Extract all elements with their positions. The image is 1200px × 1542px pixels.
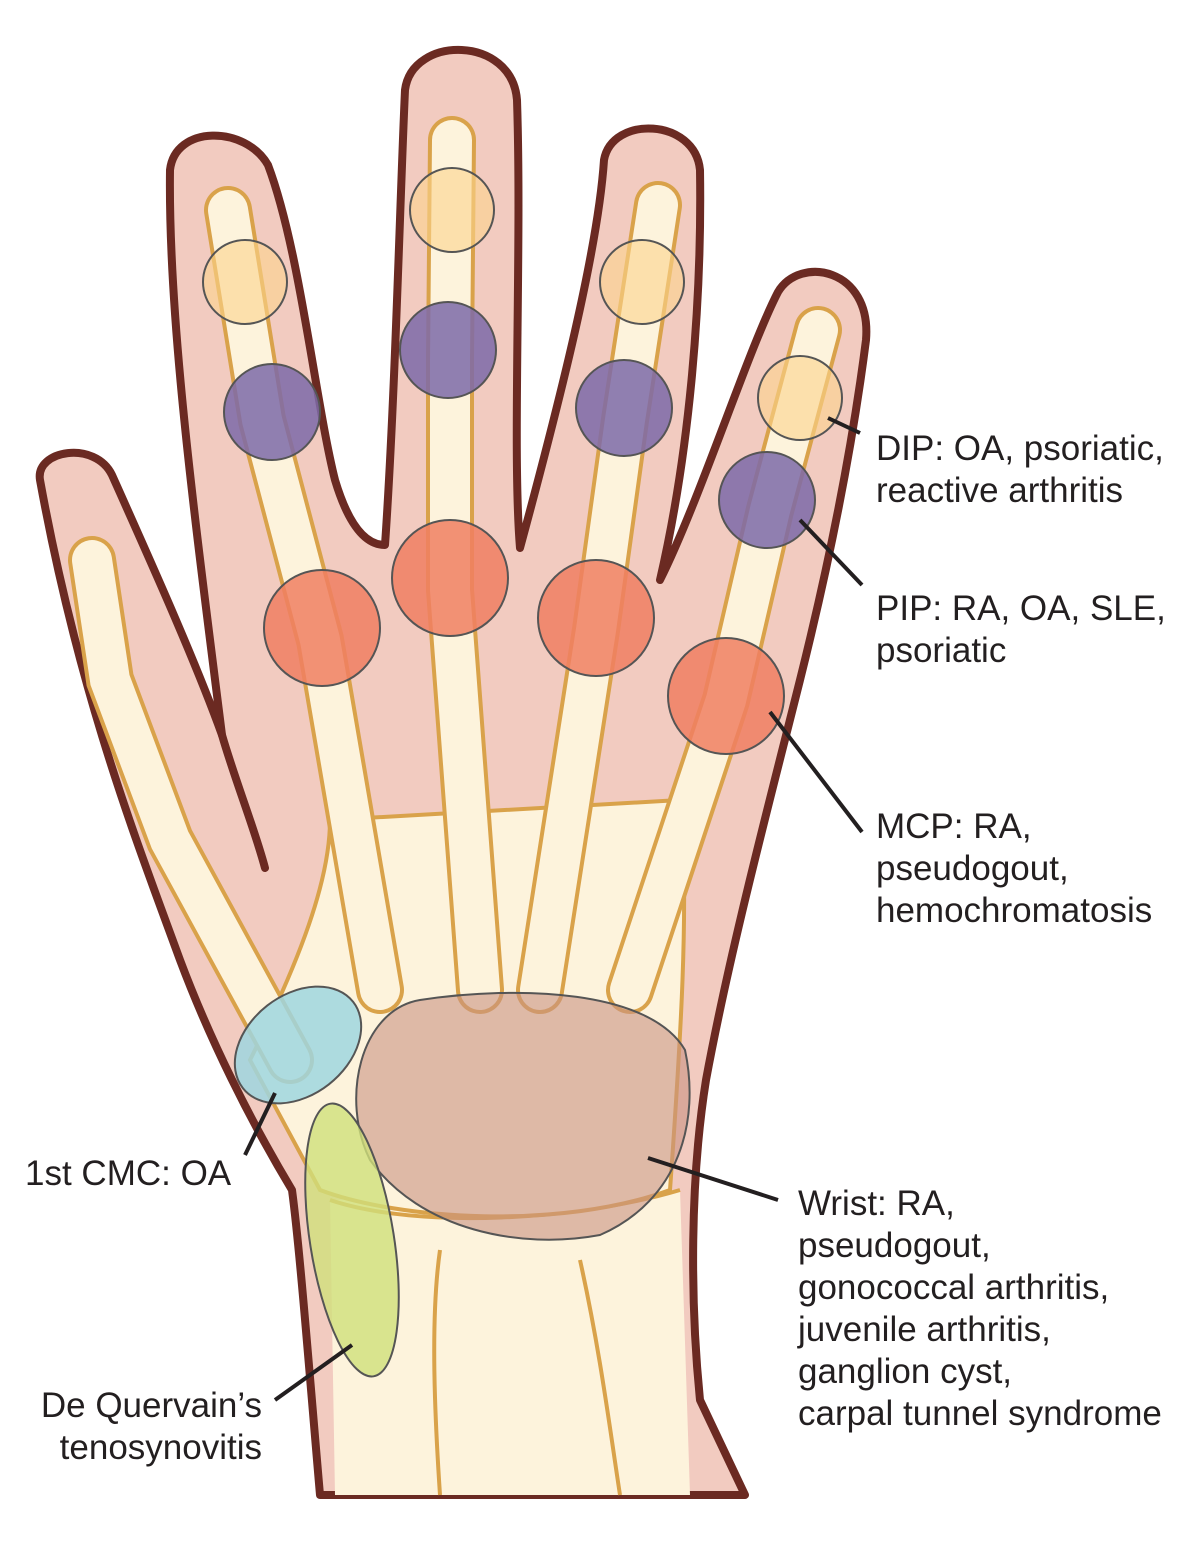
label-de-quervain: De Quervain’s tenosynovitis: [28, 1385, 262, 1469]
pip-joint-middle: [399, 301, 497, 399]
mcp-joint-middle: [391, 519, 509, 637]
label-de-quervain-line: tenosynovitis: [59, 1428, 262, 1467]
label-cmc: 1st CMC: OA: [25, 1153, 231, 1195]
dip-joint-little: [757, 355, 843, 441]
label-dip: DIP: OA, psoriatic, reactive arthritis: [876, 428, 1164, 512]
label-de-quervain-line: De Quervain’s: [40, 1386, 262, 1425]
leader-mcp: [768, 710, 864, 834]
label-mcp-line: MCP: RA,: [876, 807, 1032, 846]
label-wrist-line: gonococcal arthritis,: [798, 1268, 1110, 1307]
leader-lines: [243, 416, 864, 1402]
ulna-edge: [432, 1249, 622, 1496]
dip-joints: [202, 167, 843, 441]
pip-joint-little: [718, 451, 816, 549]
pip-joint-index: [223, 363, 321, 461]
wrist-region: [355, 991, 691, 1241]
label-wrist-line: carpal tunnel syndrome: [798, 1394, 1162, 1433]
mcp-joints: [263, 519, 785, 755]
cmc-joint: [233, 985, 363, 1105]
leader-wrist: [647, 1156, 779, 1202]
mcp-joint-ring: [537, 559, 655, 677]
label-mcp-line: pseudogout,: [876, 849, 1069, 888]
label-wrist-line: Wrist: RA,: [798, 1184, 955, 1223]
leader-dip: [827, 416, 861, 435]
label-cmc-line: 1st CMC: OA: [25, 1154, 232, 1193]
dip-joint-index: [202, 239, 288, 325]
dip-joint-ring: [599, 239, 685, 325]
label-wrist: Wrist: RA, pseudogout, gonococcal arthri…: [798, 1183, 1162, 1435]
label-dip-line: reactive arthritis: [876, 471, 1124, 510]
label-wrist-line: juvenile arthritis,: [798, 1310, 1051, 1349]
thumb-crease: [218, 731, 269, 872]
label-pip-line: PIP: RA, OA, SLE,: [876, 589, 1166, 628]
mcp-joint-index: [263, 569, 381, 687]
pip-joint-ring: [575, 359, 673, 457]
label-dip-line: DIP: OA, psoriatic,: [876, 429, 1164, 468]
dip-joint-middle: [409, 167, 495, 253]
leader-de-quervain: [273, 1343, 354, 1402]
label-wrist-line: pseudogout,: [798, 1226, 991, 1265]
de-quervain-region: [304, 1102, 400, 1378]
mcp-joint-little: [667, 637, 785, 755]
label-pip-line: psoriatic: [876, 631, 1007, 670]
leader-pip: [798, 518, 864, 587]
label-pip: PIP: RA, OA, SLE, psoriatic: [876, 588, 1166, 672]
forearm-bones: [330, 1190, 690, 1495]
leader-cmc: [243, 1092, 277, 1156]
label-mcp: MCP: RA, pseudogout, hemochromatosis: [876, 806, 1152, 932]
label-mcp-line: hemochromatosis: [876, 891, 1153, 930]
pip-joints: [223, 301, 816, 549]
label-wrist-line: ganglion cyst,: [798, 1352, 1013, 1391]
